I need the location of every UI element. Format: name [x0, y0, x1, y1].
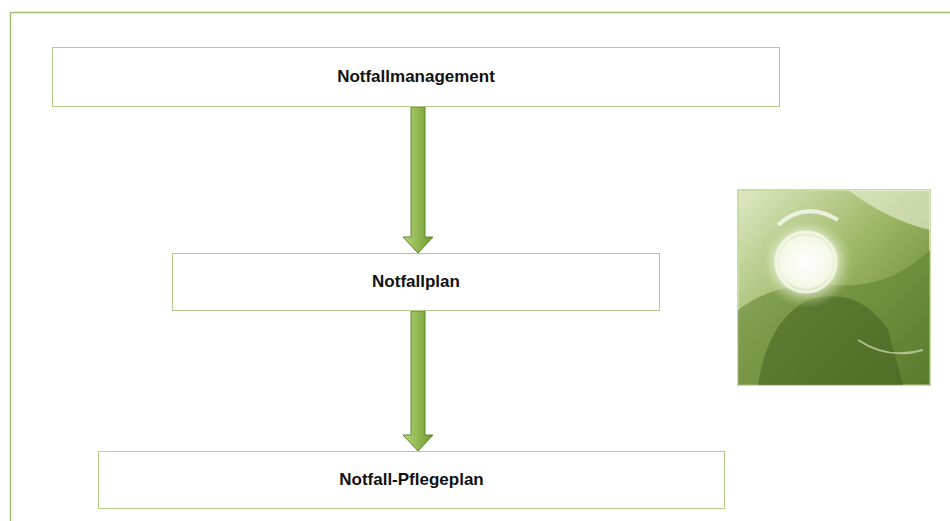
process-box: Notfallplan [172, 253, 660, 311]
photo-illustration [738, 190, 930, 385]
flow-arrow [403, 107, 433, 253]
box-label: Notfall-Pflegeplan [339, 470, 484, 490]
box-label: Notfallplan [372, 272, 460, 292]
box-label: Notfallmanagement [337, 67, 495, 87]
outer-frame [11, 13, 950, 521]
process-box: Notfall-Pflegeplan [98, 451, 725, 509]
process-box: Notfallmanagement [52, 47, 780, 107]
flow-arrow [403, 311, 433, 451]
